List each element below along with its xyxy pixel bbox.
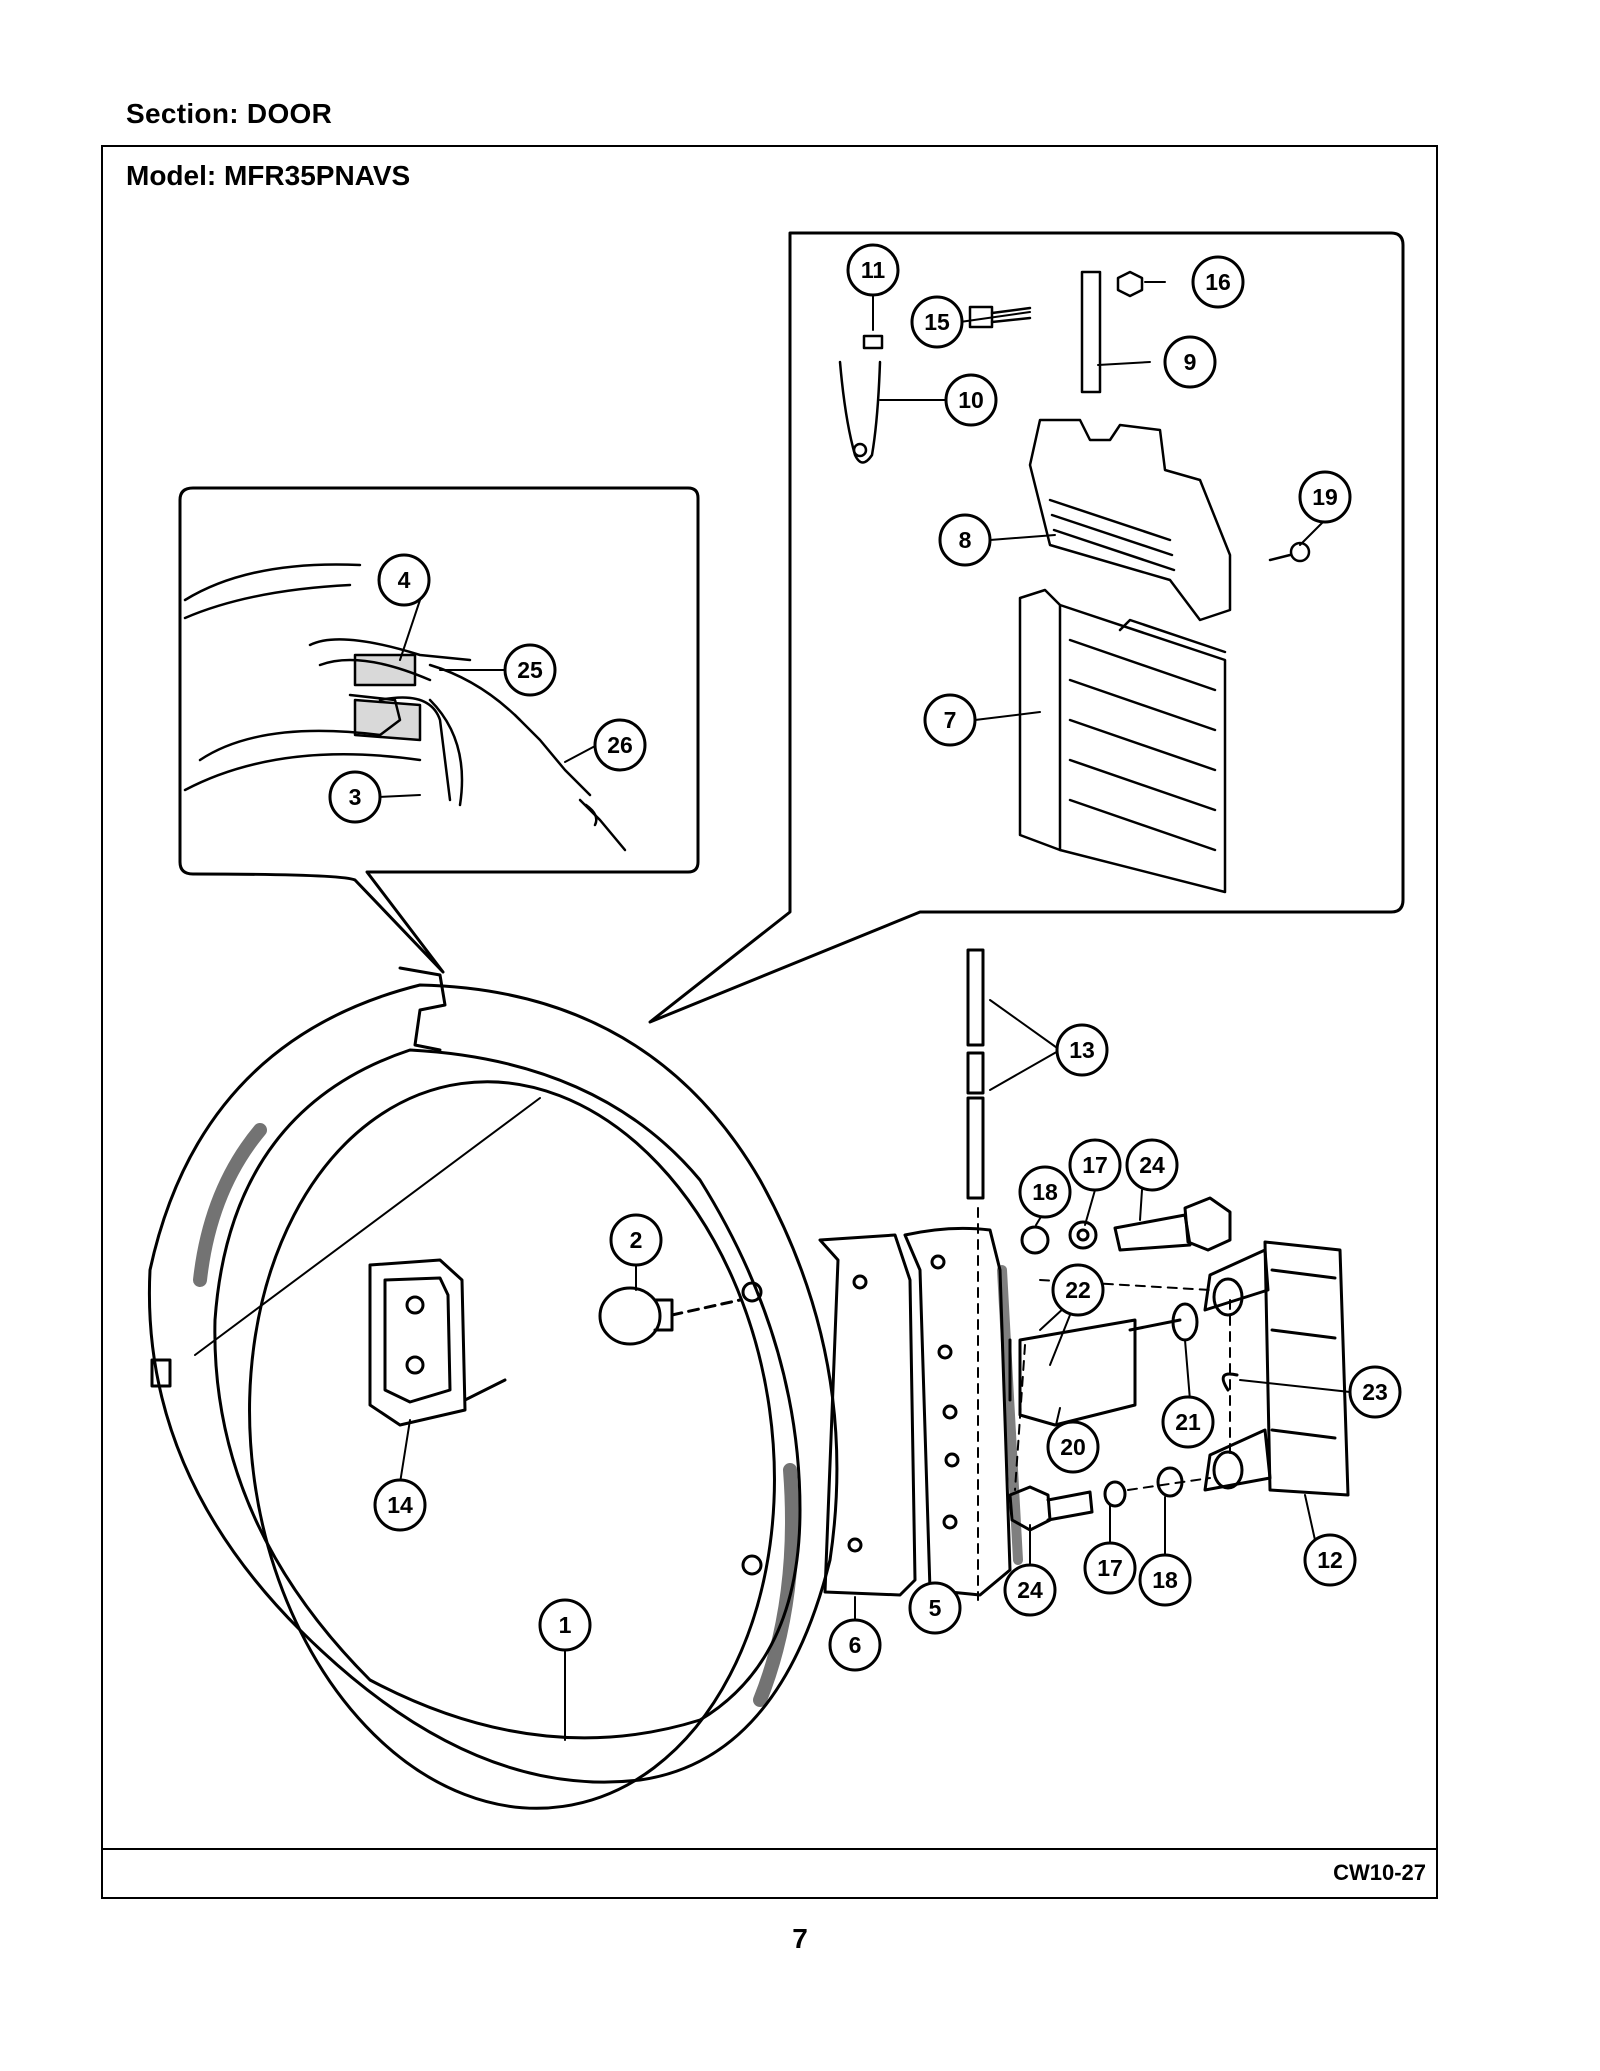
callout-number: 20 — [1060, 1434, 1086, 1460]
callout-number: 17 — [1082, 1152, 1108, 1178]
alignment-lines — [1014, 1279, 1231, 1491]
callout-14: 14 — [373, 1478, 427, 1532]
door-ring-drawing — [147, 966, 839, 1810]
callout-number: 18 — [1152, 1567, 1178, 1593]
callout-21: 21 — [1161, 1395, 1215, 1449]
footer-divider — [101, 1848, 1438, 1850]
callout-number: 6 — [849, 1632, 862, 1658]
callout-18-bottom: 18 — [1138, 1553, 1192, 1607]
page-number: 7 — [792, 1923, 808, 1954]
callout-number: 10 — [958, 387, 984, 413]
callout-18-top: 18 — [1018, 1165, 1072, 1219]
callout-4: 4 — [377, 553, 431, 607]
callout-number: 25 — [517, 657, 543, 683]
hinge-shim-part — [818, 1233, 917, 1597]
leader-lines — [378, 281, 1351, 1741]
latch-detail-inset — [648, 231, 1405, 1024]
callout-number: 15 — [924, 309, 950, 335]
callout-number: 13 — [1069, 1037, 1095, 1063]
callout-number: 9 — [1184, 349, 1197, 375]
callout-16: 16 — [1191, 255, 1245, 309]
callout-number: 26 — [607, 732, 633, 758]
callout-12: 12 — [1303, 1533, 1357, 1587]
callout-20: 20 — [1046, 1420, 1100, 1474]
callout-number: 4 — [398, 567, 411, 593]
callout-number: 21 — [1175, 1409, 1201, 1435]
callout-10: 10 — [944, 373, 998, 427]
callout-2: 2 — [609, 1213, 663, 1267]
callout-19: 19 — [1298, 470, 1352, 524]
callout-13: 13 — [1055, 1023, 1109, 1077]
latch-parts-drawing — [838, 270, 1311, 894]
callout-number: 23 — [1362, 1379, 1388, 1405]
callout-number: 11 — [861, 257, 886, 283]
callout-24-top: 24 — [1125, 1138, 1179, 1192]
callout-number: 17 — [1097, 1555, 1123, 1581]
knob-part — [598, 1286, 742, 1346]
callout-23: 23 — [1348, 1365, 1402, 1419]
hinge-pins-part — [966, 948, 985, 1200]
callout-22: 22 — [1051, 1263, 1105, 1317]
callout-11: 11 — [846, 243, 900, 297]
callout-number: 2 — [630, 1227, 643, 1253]
callout-number: 1 — [559, 1612, 572, 1638]
handle-bracket-part — [368, 1258, 507, 1427]
callout-25: 25 — [503, 643, 557, 697]
callout-number: 22 — [1065, 1277, 1091, 1303]
callout-5: 5 — [908, 1581, 962, 1635]
callout-number: 24 — [1017, 1577, 1043, 1603]
callout-15: 15 — [910, 295, 964, 349]
upper-fasteners — [1020, 1196, 1232, 1255]
hinge-plate-part — [903, 1207, 1023, 1601]
callout-number: 14 — [387, 1492, 413, 1518]
callout-17-bottom: 17 — [1083, 1541, 1137, 1595]
callout-number: 5 — [929, 1595, 942, 1621]
callout-number: 7 — [944, 707, 957, 733]
callout-9: 9 — [1163, 335, 1217, 389]
document-code: CW10-27 — [1333, 1860, 1426, 1885]
callout-number: 18 — [1032, 1179, 1058, 1205]
callout-1: 1 — [538, 1598, 592, 1652]
callout-number: 19 — [1312, 484, 1338, 510]
hinge-bracket-part — [1203, 1240, 1350, 1497]
callout-6: 6 — [828, 1618, 882, 1672]
callout-number: 12 — [1317, 1547, 1343, 1573]
callout-number: 3 — [349, 784, 362, 810]
seal-detail-drawing — [183, 563, 627, 852]
model-title: Model: MFR35PNAVS — [126, 160, 411, 191]
callout-17-top: 17 — [1068, 1138, 1122, 1192]
callout-number: 24 — [1139, 1152, 1165, 1178]
section-title: Section: DOOR — [126, 98, 333, 129]
lower-fasteners — [1008, 1466, 1211, 1532]
callout-26: 26 — [593, 718, 647, 772]
seal-detail-inset — [178, 486, 700, 974]
callout-8: 8 — [938, 513, 992, 567]
callout-number: 16 — [1205, 269, 1231, 295]
diagram-frame — [101, 145, 1438, 1899]
callout-number: 8 — [959, 527, 972, 553]
callout-24-bottom: 24 — [1003, 1563, 1057, 1617]
callout-3: 3 — [328, 770, 382, 824]
callout-7: 7 — [923, 693, 977, 747]
